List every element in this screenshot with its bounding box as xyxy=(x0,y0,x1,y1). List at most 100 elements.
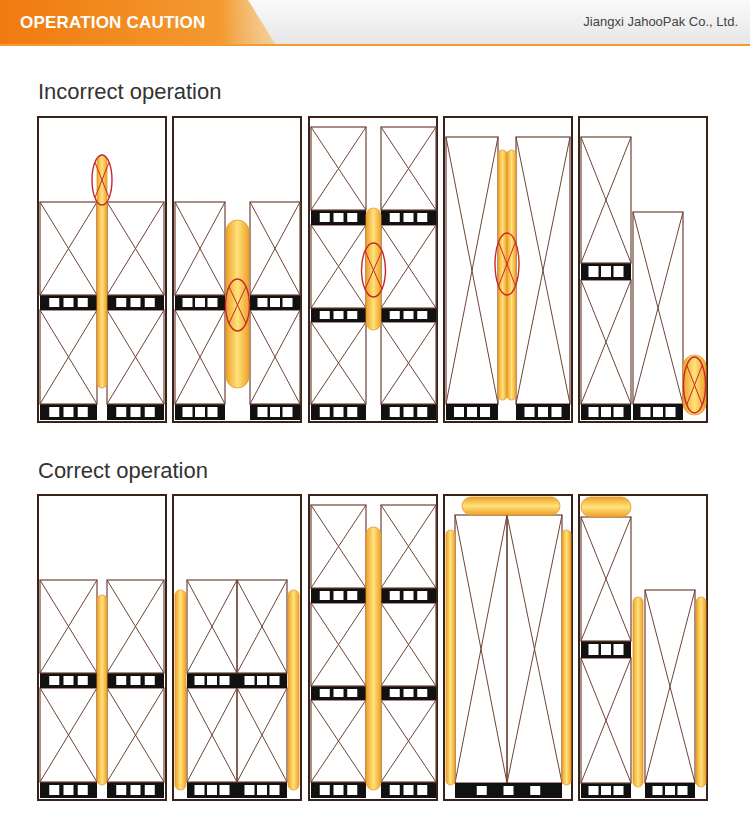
box-cross xyxy=(633,212,683,404)
pallet xyxy=(516,404,570,420)
pallet xyxy=(175,404,225,420)
panel-frame xyxy=(309,495,437,800)
pallet-opening xyxy=(417,311,427,319)
error-cross xyxy=(95,163,109,198)
pallet-opening xyxy=(320,311,330,319)
box-cross xyxy=(107,310,164,404)
pallet-opening xyxy=(270,676,280,685)
pallet xyxy=(381,210,436,225)
pallet-opening xyxy=(145,676,155,685)
header-title: OPERATION CAUTION xyxy=(20,13,205,33)
pallet-opening xyxy=(245,785,255,795)
cargo-box xyxy=(250,202,300,295)
cargo-box xyxy=(381,505,436,588)
dunnage-bag xyxy=(462,497,560,515)
pallet-opening xyxy=(504,786,514,795)
cargo-box xyxy=(40,310,97,404)
dunnage-bag xyxy=(683,355,706,415)
panel-frame xyxy=(38,117,166,422)
pallet-opening xyxy=(283,298,293,307)
box-cross xyxy=(237,688,287,782)
pallet-opening xyxy=(131,298,141,307)
cargo-box xyxy=(311,505,366,588)
pallet-opening xyxy=(454,407,464,417)
cargo-box xyxy=(107,580,164,673)
box-cross xyxy=(187,688,237,782)
pallet-opening xyxy=(207,676,217,685)
box-cross xyxy=(175,310,225,404)
box-cross xyxy=(311,322,366,404)
error-cross xyxy=(499,242,516,285)
pallet-opening xyxy=(49,785,59,795)
pallet-opening xyxy=(195,298,205,307)
pallet xyxy=(250,295,300,310)
pallet xyxy=(311,308,366,322)
pallet-opening xyxy=(614,786,624,795)
box-cross xyxy=(250,310,300,404)
pallet xyxy=(311,782,366,798)
pallet-opening xyxy=(390,311,400,319)
box-cross xyxy=(381,603,436,686)
pallet-opening xyxy=(270,298,280,307)
box-cross xyxy=(311,127,366,210)
pallet-opening xyxy=(334,785,344,795)
pallet-opening xyxy=(347,407,357,417)
box-cross xyxy=(311,505,366,588)
box-cross xyxy=(40,310,97,404)
error-cross xyxy=(499,242,516,285)
error-circle xyxy=(226,279,250,331)
error-cross xyxy=(229,287,246,323)
box-cross xyxy=(250,202,300,295)
pallet xyxy=(581,641,631,658)
pallet-opening xyxy=(653,407,663,417)
pallet xyxy=(311,686,366,700)
pallet-opening xyxy=(666,407,676,417)
pallet-opening xyxy=(116,298,126,307)
box-cross xyxy=(40,580,97,673)
cargo-box xyxy=(581,517,631,641)
box-cross xyxy=(175,202,225,295)
cargo-box xyxy=(187,688,237,782)
panel-frame xyxy=(444,495,572,800)
pallet-opening xyxy=(78,785,88,795)
box-cross xyxy=(107,688,164,782)
cargo-box xyxy=(187,580,237,673)
pallet-opening xyxy=(78,298,88,307)
cargo-box xyxy=(40,688,97,782)
pallet-opening xyxy=(477,786,487,795)
pallet xyxy=(381,588,436,603)
box-cross xyxy=(507,515,562,783)
pallet-opening xyxy=(589,786,599,795)
box-cross xyxy=(381,505,436,588)
pallet xyxy=(107,782,164,798)
cargo-box xyxy=(40,580,97,673)
box-cross xyxy=(311,603,366,686)
cargo-box xyxy=(381,322,436,404)
pallet-opening xyxy=(390,591,400,600)
dunnage-bag xyxy=(175,590,186,790)
pallet xyxy=(107,673,164,688)
box-cross xyxy=(581,280,631,404)
box-cross xyxy=(175,202,225,295)
pallet-opening xyxy=(653,786,663,795)
pallet xyxy=(311,404,366,420)
box-cross xyxy=(645,590,695,783)
pallet-opening xyxy=(614,644,624,655)
box-cross xyxy=(446,137,498,404)
pallet-opening xyxy=(601,407,611,417)
pallet-opening xyxy=(116,407,126,417)
cargo-box xyxy=(516,137,570,404)
pallet-opening xyxy=(195,785,205,795)
box-cross xyxy=(581,137,631,263)
cargo-box xyxy=(581,280,631,404)
box-cross xyxy=(107,688,164,782)
box-cross xyxy=(40,688,97,782)
pallet-opening xyxy=(258,298,268,307)
cargo-box xyxy=(633,212,683,404)
box-cross xyxy=(581,137,631,263)
pallet-opening xyxy=(131,407,141,417)
pallet-opening xyxy=(390,689,400,697)
pallet xyxy=(175,295,225,310)
box-cross xyxy=(381,700,436,782)
pallet-opening xyxy=(480,407,490,417)
